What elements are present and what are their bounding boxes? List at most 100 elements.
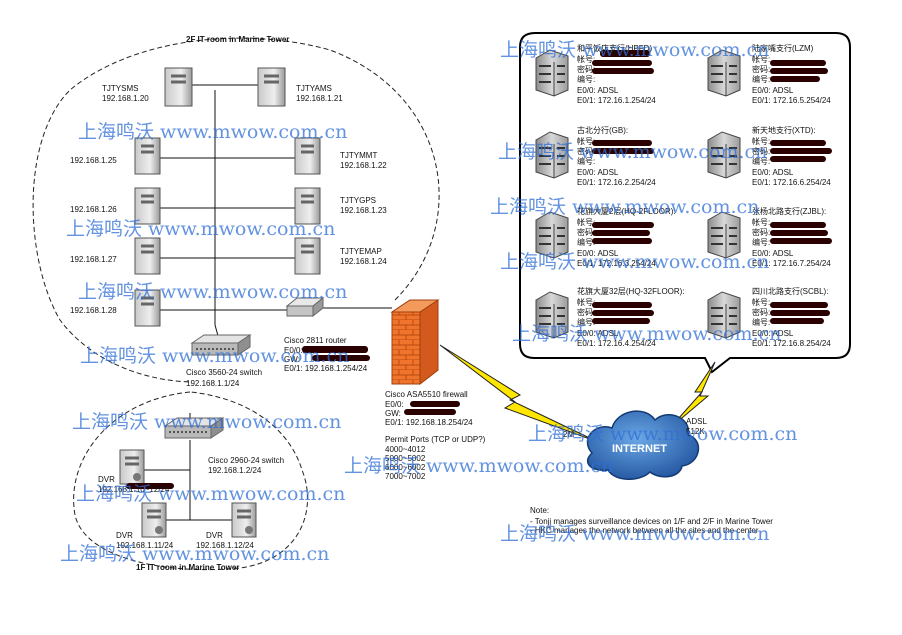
server-tjtymmt-name: TJTYMMT (340, 151, 377, 160)
watermark: 上海鸣沃 www.mwow.com.cn (500, 39, 769, 61)
server-tjtysms-ip: 192.168.1.20 (102, 94, 149, 103)
svg-text:E0/0: ADSL: E0/0: ADSL (577, 249, 619, 258)
diagram-labels: 2F IT room in Marine Tower 1F IT room in… (70, 35, 773, 572)
svg-text:E0/1: 172.16.3.254/24: E0/1: 172.16.3.254/24 (577, 259, 656, 268)
branch-scbl: 四川北路支行(SCBL): 帐号: 密码: 编号: E0/0: ADSL E0/… (752, 286, 831, 348)
watermark: 上海鸣沃 www.mwow.com.cn (76, 483, 345, 505)
watermark: 上海鸣沃 www.mwow.com.cn (512, 323, 781, 345)
note-line-2: - HKC manages the network between all th… (530, 526, 759, 535)
svg-text:E0/0: ADSL: E0/0: ADSL (752, 249, 794, 258)
svg-text:密码:: 密码: (577, 146, 595, 156)
permit-port-3: 6000~6002 (385, 463, 426, 472)
branch-scbl-name: 四川北路支行(SCBL): (752, 286, 828, 296)
switch-2960-icon (163, 417, 225, 439)
svg-text:帐号:: 帐号: (577, 217, 595, 227)
server-icons (119, 67, 321, 538)
server-tjtymmt-ip: 192.168.1.22 (340, 161, 387, 170)
router-name: Cisco 2811 router (284, 336, 347, 345)
router-gw: GW: (284, 355, 300, 364)
server-28-icon (134, 289, 161, 327)
watermark: 上海鸣沃 www.mwow.com.cn (500, 251, 769, 273)
svg-text:编号:: 编号: (752, 237, 770, 247)
svg-text:密码:: 密码: (577, 64, 595, 74)
firewall-gw: GW: (385, 409, 401, 418)
watermark: 上海鸣沃 www.mwow.com.cn (78, 121, 347, 143)
server-tjtysms-name: TJTYSMS (102, 84, 138, 93)
building-hq2f-icon (535, 211, 569, 259)
branch-zjbl: 张杨北路支行(ZJBL): 帐号: 密码: 编号: E0/0: ADSL E0/… (752, 206, 831, 268)
permit-port-4: 7000~7002 (385, 472, 426, 481)
building-hq32f-icon (535, 291, 569, 339)
server-26-ip: 192.168.1.26 (70, 205, 117, 214)
svg-text:帐号:: 帐号: (577, 297, 595, 307)
svg-text:帐号:: 帐号: (752, 297, 770, 307)
svg-text:E0/0: ADSL: E0/0: ADSL (577, 329, 619, 338)
watermark: 上海鸣沃 www.mwow.com.cn (498, 141, 767, 163)
server-tjtygps-name: TJTYGPS (340, 196, 376, 205)
firewall-name: Cisco ASA5510 firewall (385, 390, 468, 399)
svg-text:帐号:: 帐号: (577, 54, 595, 64)
server-tjtyams-icon (257, 67, 286, 107)
permit-port-2: 5000~5002 (385, 454, 426, 463)
svg-text:帐号:: 帐号: (752, 54, 770, 64)
branch-texts: 和平饭店支行(HPFD) 帐号: 密码: 编号: E0/0: ADSL E0/1… (577, 43, 831, 348)
branch-lzm-name: 陆家嘴支行(LZM) (752, 43, 814, 53)
branch-hpfd-name: 和平饭店支行(HPFD) (577, 43, 652, 53)
branch-gb: 古北分行(GB): 帐号: 密码: 编号: E0/0: ADSL E0/1: 1… (577, 125, 656, 187)
dvr-10-name: DVR (98, 475, 115, 484)
svg-text:编号:: 编号: (577, 237, 595, 247)
branch-xtd-name: 新天地支行(XTD): (752, 125, 816, 135)
svg-text:编号:: 编号: (752, 317, 770, 327)
server-tjtyemap-name: TJTYEMAP (340, 247, 382, 256)
watermark: 上海鸣沃 www.mwow.com.cn (500, 523, 769, 545)
permit-port-1: 4000~4012 (385, 445, 426, 454)
watermark: 上海鸣沃 www.mwow.com.cn (78, 281, 347, 303)
branch-hq2f: 花旗大厦2层(HQ-2FLOOR): 帐号: 密码: 编号: E0/0: ADS… (577, 206, 676, 268)
server-tjtyams-name: TJTYAMS (296, 84, 332, 93)
router-2811-icon (285, 296, 325, 318)
watermarks: 上海鸣沃 www.mwow.com.cn 上海鸣沃 www.mwow.com.c… (60, 39, 797, 565)
svg-text:编号:: 编号: (752, 156, 770, 166)
building-zjbl-icon (707, 211, 741, 259)
watermark: 上海鸣沃 www.mwow.com.cn (528, 423, 797, 445)
svg-text:密码:: 密码: (752, 307, 770, 317)
svg-text:编号:: 编号: (577, 317, 595, 327)
router-e01: E0/1: 192.168.1.254/24 (284, 364, 368, 373)
dvr-12-name: DVR (206, 531, 223, 540)
firewall-e00: E0/0: (385, 400, 404, 409)
server-25-ip: 192.168.1.25 (70, 156, 117, 165)
branch-gb-name: 古北分行(GB): (577, 125, 628, 135)
svg-text:E0/1: 172.16.2.254/24: E0/1: 172.16.2.254/24 (577, 178, 656, 187)
dvr-11-name: DVR (116, 531, 133, 540)
branch-callout (519, 32, 851, 374)
building-gb-icon (535, 131, 569, 179)
server-tjtygps-icon (294, 187, 321, 225)
dvr-12-icon (231, 502, 257, 538)
server-27-icon (134, 237, 161, 275)
building-lzm-icon (707, 49, 741, 97)
svg-text:E0/1: 172.16.1.254/24: E0/1: 172.16.1.254/24 (577, 96, 656, 105)
note-title: Note: (530, 506, 549, 515)
permit-ports-title: Permit Ports (TCP or UDP?) (385, 435, 486, 444)
dvr-11-ip: 192.168.1.11/24 (116, 541, 174, 550)
room-1f-boundary (73, 391, 309, 571)
internet-label: INTERNET (612, 443, 667, 455)
branch-lzm: 陆家嘴支行(LZM) 帐号: 密码: 编号: E0/0: ADSL E0/1: … (752, 43, 831, 105)
adsl-speed-label: 512K (686, 427, 705, 436)
watermark: 上海鸣沃 www.mwow.com.cn (60, 543, 329, 565)
svg-text:编号:: 编号: (577, 74, 595, 84)
svg-text:E0/1: 172.16.7.254/24: E0/1: 172.16.7.254/24 (752, 259, 831, 268)
server-26-icon (134, 187, 161, 225)
room-2f-boundary (32, 37, 440, 383)
note-line-1: - Tonji manages surveillance devices on … (530, 517, 773, 526)
branch-hq32f: 花旗大厦32层(HQ-32FLOOR): 帐号: 密码: 编号: E0/0: A… (577, 286, 685, 348)
svg-text:密码:: 密码: (752, 227, 770, 237)
server-tjtygps-ip: 192.168.1.23 (340, 206, 387, 215)
room-2f-title: 2F IT room in Marine Tower (186, 35, 289, 44)
branch-zjbl-name: 张杨北路支行(ZJBL): (752, 206, 826, 216)
branch-buildings (535, 49, 741, 339)
server-25-icon (134, 137, 161, 175)
svg-text:帐号:: 帐号: (577, 136, 595, 146)
watermark: 上海鸣沃 www.mwow.com.cn (344, 455, 613, 477)
